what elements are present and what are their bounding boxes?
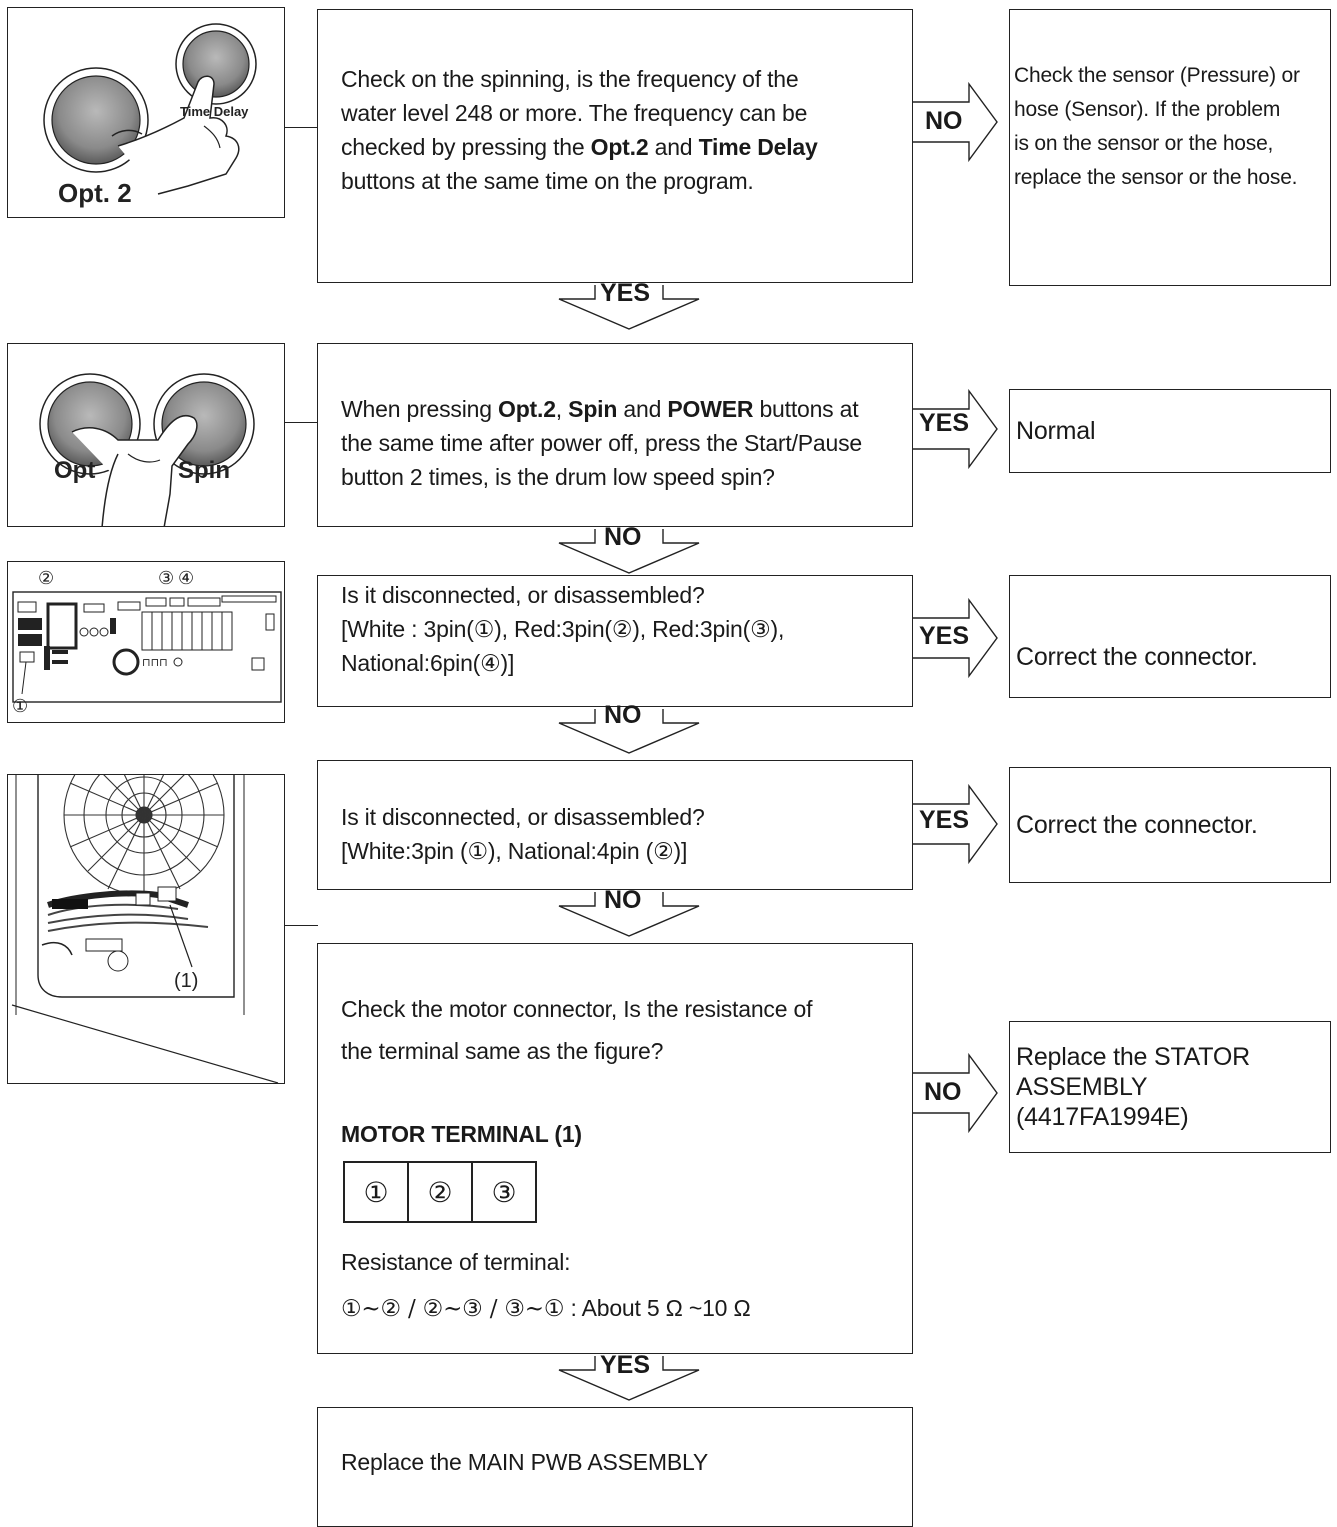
step3-line1: Is it disconnected, or disassembled?	[341, 582, 705, 608]
step4-yes-arrow	[913, 783, 998, 865]
step2-result-box	[1009, 389, 1331, 473]
step5-yes-down-arrow	[558, 1354, 700, 1401]
step4-line1: Is it disconnected, or disassembled?	[341, 804, 705, 830]
step3-line2: [White : 3pin(①), Red:3pin(②), Red:3pin(…	[341, 616, 785, 642]
opt2-delay-drawing: Opt. 2 Time Delay	[43, 23, 257, 208]
step6-text: Replace the MAIN PWB ASSEMBLY	[341, 1449, 709, 1475]
illustration-opt-spin: Opt Spin	[7, 343, 285, 527]
pcb-marker-2: ②	[38, 568, 54, 589]
connector-line-1	[285, 127, 318, 128]
step4-no-label: NO	[604, 886, 642, 914]
step2-no-down-arrow	[558, 527, 700, 574]
step5-result-box	[1009, 1021, 1331, 1153]
step1-yes-down-arrow	[558, 283, 700, 330]
step4-no-down-arrow	[558, 890, 700, 937]
step3-result-text: Correct the connector.	[1016, 643, 1258, 671]
step5-box	[317, 943, 913, 1354]
illustration-pcb: ⊓⊓⊓ ② ③ ④ ①	[7, 561, 285, 723]
step1-text: Check on the spinning, is the frequency …	[341, 62, 911, 198]
step2-yes-arrow	[913, 388, 998, 470]
step2-text: When pressing Opt.2, Spin and POWER butt…	[341, 392, 911, 494]
step5-result-text: Replace the STATOR ASSEMBLY (4417FA1994E…	[1016, 1043, 1250, 1131]
step1-line2: water level 248 or more. The frequency c…	[341, 100, 808, 126]
step3-text: Is it disconnected, or disassembled? [Wh…	[341, 578, 911, 680]
step2-line2: the same time after power off, press the…	[341, 430, 862, 456]
pcb-drawing: ⊓⊓⊓ ② ③ ④ ①	[12, 568, 282, 717]
step1-no-arrow	[913, 81, 998, 163]
step4-box	[317, 760, 913, 890]
step3-yes-arrow	[913, 597, 998, 679]
step5-text: Check the motor connector, Is the resist…	[341, 988, 911, 1072]
step4-line2: [White:3pin (①), National:4pin (②)]	[341, 838, 688, 864]
resistance-pairs: ①~② / ②~③ / ③~①	[341, 1296, 565, 1322]
step1-box	[317, 9, 913, 283]
step1-no-label: NO	[925, 107, 963, 135]
step1-result-box	[1009, 9, 1331, 286]
opt-spin-drawing: Opt Spin	[39, 373, 255, 526]
step1-result-text: Check the sensor (Pressure) or hose (Sen…	[1014, 64, 1300, 189]
step1-line3: checked by pressing the Opt.2 and Time D…	[341, 134, 818, 160]
connector-line-2	[285, 422, 318, 423]
step1-line4: buttons at the same time on the program.	[341, 168, 754, 194]
opt2-label: Opt. 2	[58, 178, 132, 208]
step4-text: Is it disconnected, or disassembled? [Wh…	[341, 800, 911, 868]
illustration-opt2-time-delay: Opt. 2 Time Delay	[7, 7, 285, 218]
step4-yes-label: YES	[919, 806, 970, 834]
motor-terminal-table: ① ② ③	[343, 1161, 537, 1223]
illustration-motor: (1)	[7, 774, 285, 1084]
time-delay-label: Time Delay	[180, 104, 249, 119]
resistance-label: Resistance of terminal:	[341, 1249, 571, 1275]
terminal-cell-2: ②	[407, 1161, 473, 1223]
step2-yes-label: YES	[919, 409, 970, 437]
resistance-range: : About 5 Ω ~10 Ω	[564, 1295, 751, 1321]
terminal-cell-3: ③	[471, 1161, 537, 1223]
step5-no-label: NO	[924, 1078, 962, 1106]
step5-line2: the terminal same as the figure?	[341, 1038, 664, 1064]
step2-line3: button 2 times, is the drum low speed sp…	[341, 464, 775, 490]
connector-line-4	[285, 925, 318, 926]
step4-result-box	[1009, 767, 1331, 883]
terminal-cell-1: ①	[343, 1161, 409, 1223]
step3-yes-label: YES	[919, 622, 970, 650]
svg-text:⊓⊓⊓: ⊓⊓⊓	[142, 656, 168, 669]
step5-line1: Check the motor connector, Is the resist…	[341, 996, 813, 1022]
step5-no-arrow	[913, 1052, 998, 1134]
motor-callout: (1)	[174, 970, 198, 992]
step4-result-text: Correct the connector.	[1016, 811, 1258, 839]
step3-line3: National:6pin(④)]	[341, 650, 515, 676]
step2-line1: When pressing Opt.2, Spin and POWER butt…	[341, 396, 859, 422]
pcb-marker-4: ④	[178, 568, 194, 589]
step1-line1: Check on the spinning, is the frequency …	[341, 66, 799, 92]
motor-drawing: (1)	[11, 775, 279, 1083]
pcb-marker-3: ③	[158, 568, 174, 589]
step3-box	[317, 575, 913, 707]
step1-yes-label: YES	[600, 279, 651, 307]
step2-box	[317, 343, 913, 527]
step3-result-box	[1009, 575, 1331, 698]
spin-label: Spin	[178, 457, 230, 484]
motor-terminal-heading: MOTOR TERMINAL (1)	[341, 1121, 582, 1147]
step2-result-text: Normal	[1016, 417, 1096, 445]
step3-no-label: NO	[604, 701, 642, 729]
opt-label: Opt	[54, 457, 95, 484]
step2-no-label: NO	[604, 523, 642, 551]
pcb-marker-1: ①	[12, 696, 28, 717]
resistance-values: ①~② / ②~③ / ③~① : About 5 Ω ~10 Ω	[341, 1291, 751, 1326]
step3-no-down-arrow	[558, 707, 700, 754]
step5-yes-label: YES	[600, 1351, 651, 1379]
